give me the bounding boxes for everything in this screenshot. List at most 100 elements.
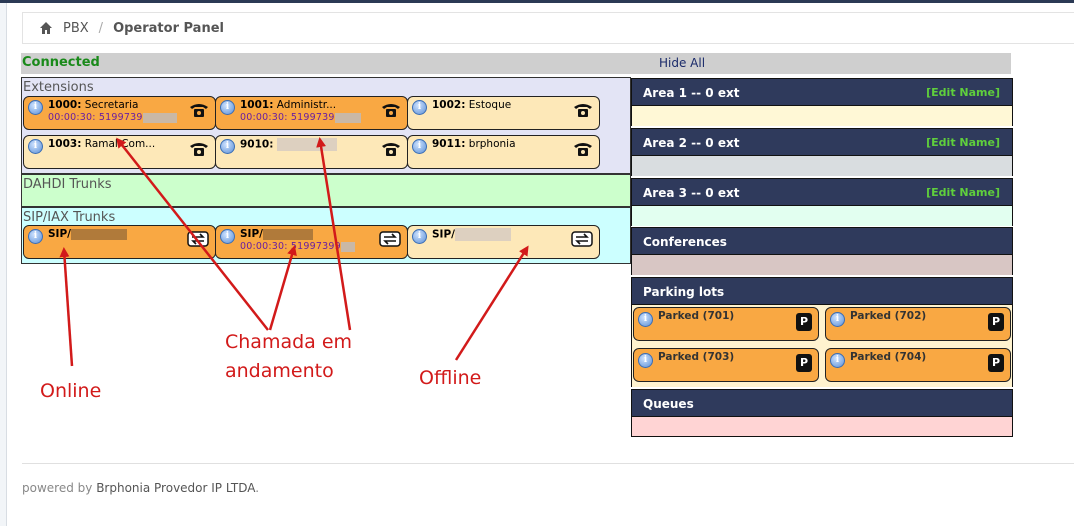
trunk-label: SIP/ <box>48 228 127 240</box>
breadcrumb-current: Operator Panel <box>113 20 224 36</box>
parking-lots-body: i Parked (701) P i Parked (702) P i Park… <box>631 305 1013 387</box>
parking-lot-label: Parked (704) <box>850 351 927 363</box>
telephone-icon <box>190 104 208 117</box>
extension-card-9010[interactable]: i 9010: <box>215 135 408 169</box>
info-icon[interactable]: i <box>638 353 653 368</box>
footer: powered by Brphonia Provedor IP LTDA. <box>22 481 259 495</box>
connection-status: Connected <box>22 55 100 70</box>
dahdi-title: DAHDI Trunks <box>23 177 112 192</box>
extension-card-1001[interactable]: i 1001: Administr... 00:00:30: 5199739 <box>215 96 408 130</box>
parking-lot-701[interactable]: i Parked (701) P <box>633 307 819 341</box>
extension-label: 9011: brphonia <box>432 138 516 150</box>
conferences-title: Conferences <box>643 235 727 249</box>
parking-lot-703[interactable]: i Parked (703) P <box>633 348 819 382</box>
info-icon[interactable]: i <box>412 139 427 154</box>
parking-lot-label: Parked (703) <box>658 351 735 363</box>
area-3-header: Area 3 -- 0 ext [Edit Name] <box>631 178 1013 206</box>
conferences-body <box>631 255 1013 275</box>
call-timer: 00:00:30: 5199739 <box>240 112 361 123</box>
footer-prefix: powered by <box>22 481 93 495</box>
edit-name-link[interactable]: [Edit Name] <box>926 136 1000 149</box>
annotation-online: Online <box>40 380 102 402</box>
annotation-offline: Offline <box>419 367 482 389</box>
home-icon[interactable] <box>39 21 53 35</box>
sip-trunks-section: SIP/IAX Trunks i SIP/ i SIP/ 00:00:30: 5… <box>21 207 631 264</box>
conferences-panel: Conferences <box>631 227 1013 277</box>
edit-name-link[interactable]: [Edit Name] <box>926 86 1000 99</box>
extension-card-1000[interactable]: i 1000: Secretaria 00:00:30: 5199739 <box>23 96 216 130</box>
info-icon[interactable]: i <box>830 312 845 327</box>
trunk-icon <box>571 231 593 247</box>
telephone-icon <box>574 143 592 156</box>
trunk-card-offline[interactable]: i SIP/ <box>407 225 600 259</box>
extension-card-9011[interactable]: i 9011: brphonia <box>407 135 600 169</box>
area-title: Area 2 -- 0 ext <box>643 136 740 150</box>
dahdi-trunks-section: DAHDI Trunks <box>21 174 631 207</box>
footer-company-link[interactable]: Brphonia Provedor IP LTDA <box>96 481 256 495</box>
trunk-card-online[interactable]: i SIP/ <box>23 225 216 259</box>
info-icon[interactable]: i <box>28 229 43 244</box>
queues-body <box>631 417 1013 437</box>
info-icon[interactable]: i <box>28 139 43 154</box>
info-icon[interactable]: i <box>220 229 235 244</box>
info-icon[interactable]: i <box>28 100 43 115</box>
breadcrumb-separator: / <box>98 20 104 36</box>
call-timer: 00:00:30: 5199739 <box>48 112 177 123</box>
extensions-title: Extensions <box>23 80 94 95</box>
extension-label: 1003: Ramal Com... <box>48 138 156 150</box>
breadcrumb-pbx[interactable]: PBX <box>63 20 89 36</box>
trunk-label: SIP/ <box>432 228 511 241</box>
area-title: Area 3 -- 0 ext <box>643 186 740 200</box>
status-bar: Connected Hide All <box>21 53 1011 74</box>
edit-name-link[interactable]: [Edit Name] <box>926 186 1000 199</box>
left-sidebar-edge <box>0 3 7 526</box>
parking-lot-702[interactable]: i Parked (702) P <box>825 307 1011 341</box>
telephone-icon <box>190 143 208 156</box>
parking-lots-title: Parking lots <box>643 285 725 299</box>
telephone-icon <box>382 143 400 156</box>
sip-title: SIP/IAX Trunks <box>23 210 116 225</box>
parking-icon: P <box>796 313 812 331</box>
conferences-header: Conferences <box>631 227 1013 255</box>
telephone-icon <box>574 104 592 117</box>
extension-label: 1000: Secretaria <box>48 99 139 111</box>
info-icon[interactable]: i <box>412 100 427 115</box>
parking-lot-704[interactable]: i Parked (704) P <box>825 348 1011 382</box>
queues-title: Queues <box>643 397 694 411</box>
extension-label: 1002: Estoque <box>432 99 512 111</box>
area-1-header: Area 1 -- 0 ext [Edit Name] <box>631 78 1013 106</box>
area-2-body <box>631 156 1013 176</box>
trunk-label: SIP/ <box>240 228 313 240</box>
parking-lot-label: Parked (702) <box>850 310 927 322</box>
area-3-body <box>631 206 1013 226</box>
queues-header: Queues <box>631 389 1013 417</box>
extension-card-1003[interactable]: i 1003: Ramal Com... <box>23 135 216 169</box>
annotation-in-progress-line2: andamento <box>225 360 334 382</box>
breadcrumb: PBX / Operator Panel <box>22 12 1074 44</box>
area-1-panel: Area 1 -- 0 ext [Edit Name] <box>631 78 1013 128</box>
trunk-icon <box>379 231 401 247</box>
parking-icon: P <box>988 354 1004 372</box>
call-timer: 00:00:30: 51997399 <box>240 241 355 252</box>
area-1-body <box>631 106 1013 126</box>
parking-icon: P <box>988 313 1004 331</box>
info-icon[interactable]: i <box>220 100 235 115</box>
trunk-card-in-call[interactable]: i SIP/ 00:00:30: 51997399 <box>215 225 408 259</box>
info-icon[interactable]: i <box>638 312 653 327</box>
area-2-panel: Area 2 -- 0 ext [Edit Name] <box>631 128 1013 178</box>
info-icon[interactable]: i <box>412 229 427 244</box>
extension-card-1002[interactable]: i 1002: Estoque <box>407 96 600 130</box>
area-title: Area 1 -- 0 ext <box>643 86 740 100</box>
footer-divider <box>22 463 1074 464</box>
telephone-icon <box>382 104 400 117</box>
top-border <box>0 0 1074 3</box>
footer-suffix: . <box>255 481 260 495</box>
annotation-in-progress-line1: Chamada em <box>225 331 353 353</box>
extension-label: 9010: <box>240 138 337 151</box>
area-2-header: Area 2 -- 0 ext [Edit Name] <box>631 128 1013 156</box>
parking-lot-label: Parked (701) <box>658 310 735 322</box>
extension-label: 1001: Administr... <box>240 99 337 111</box>
info-icon[interactable]: i <box>830 353 845 368</box>
hide-all-link[interactable]: Hide All <box>659 56 706 70</box>
info-icon[interactable]: i <box>220 139 235 154</box>
